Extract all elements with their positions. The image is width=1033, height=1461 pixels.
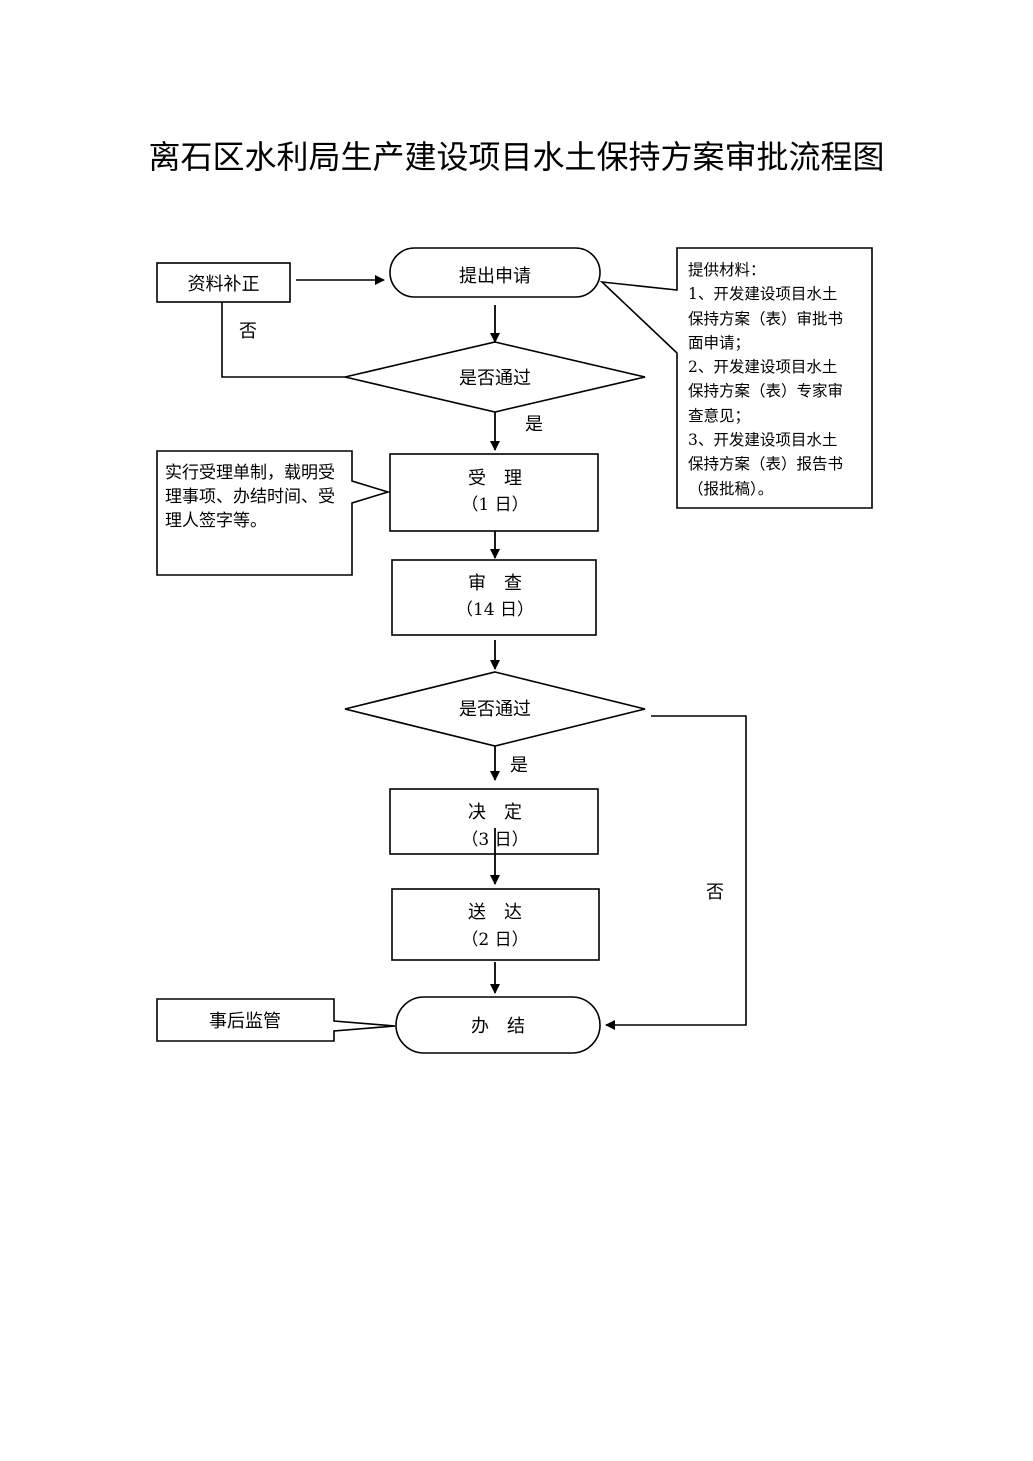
edge-label-yes2: 是 bbox=[510, 755, 528, 776]
supplement-node[interactable]: 资料补正 bbox=[156, 262, 291, 303]
supervise-label: 事后监管 bbox=[209, 1011, 281, 1032]
materials-line: 3、开发建设项目水土 bbox=[688, 431, 838, 450]
review-days: （14 日） bbox=[456, 600, 534, 620]
acceptance-note-callout bbox=[156, 450, 391, 576]
materials-line: 1、开发建设项目水土 bbox=[688, 285, 838, 304]
materials-line: 2、开发建设项目水土 bbox=[688, 358, 838, 377]
materials-line: 保持方案（表）报告书 bbox=[688, 455, 844, 474]
materials-line: （报批稿）。 bbox=[688, 479, 774, 498]
materials-note: 提供材料： 1、开发建设项目水土 保持方案（表）审批书 面申请； 2、开发建设项… bbox=[688, 258, 866, 501]
check1-node[interactable]: 是否通过 bbox=[344, 341, 646, 413]
materials-line: 提供材料： bbox=[688, 261, 766, 279]
check2-node[interactable]: 是否通过 bbox=[344, 671, 646, 747]
decide-title: 决 定 bbox=[468, 802, 522, 823]
deliver-title: 送 达 bbox=[468, 902, 522, 923]
check2-label: 是否通过 bbox=[459, 699, 531, 720]
materials-note-callout bbox=[599, 247, 873, 509]
edge-check2-no bbox=[605, 715, 747, 1030]
materials-line: 保持方案（表）审批书 bbox=[688, 309, 844, 328]
edge-label-no2: 否 bbox=[706, 882, 724, 903]
accept-title: 受 理 bbox=[468, 468, 522, 489]
review-title: 审 查 bbox=[468, 573, 522, 594]
complete-node[interactable]: 办 结 bbox=[395, 996, 601, 1054]
complete-label: 办 结 bbox=[471, 1016, 525, 1037]
edge-check1-no bbox=[221, 302, 345, 378]
acceptance-note: 实行受理单制，载明受理事项、办结时间、受理人签字等。 bbox=[165, 463, 335, 531]
edge-label-yes1: 是 bbox=[525, 414, 543, 435]
supervise-callout bbox=[156, 998, 396, 1042]
deliver-node[interactable]: 送 达 （2 日） bbox=[391, 888, 600, 961]
review-node[interactable]: 审 查 （14 日） bbox=[391, 559, 597, 636]
materials-line: 保持方案（表）专家审 bbox=[688, 382, 844, 401]
edge-label-no1: 否 bbox=[239, 321, 257, 342]
page-title: 离石区水利局生产建设项目水土保持方案审批流程图 bbox=[148, 138, 885, 176]
materials-line: 查意见； bbox=[688, 406, 751, 425]
apply-label: 提出申请 bbox=[459, 266, 531, 287]
supplement-label: 资料补正 bbox=[188, 274, 260, 295]
deliver-days: （2 日） bbox=[461, 930, 528, 950]
check1-label: 是否通过 bbox=[459, 368, 531, 389]
decide-node[interactable]: 决 定 （3 日） bbox=[389, 788, 599, 855]
apply-node[interactable]: 提出申请 bbox=[389, 247, 601, 298]
materials-line: 面申请； bbox=[688, 333, 751, 352]
accept-days: （1 日） bbox=[461, 495, 528, 515]
accept-node[interactable]: 受 理 （1 日） bbox=[389, 453, 599, 532]
